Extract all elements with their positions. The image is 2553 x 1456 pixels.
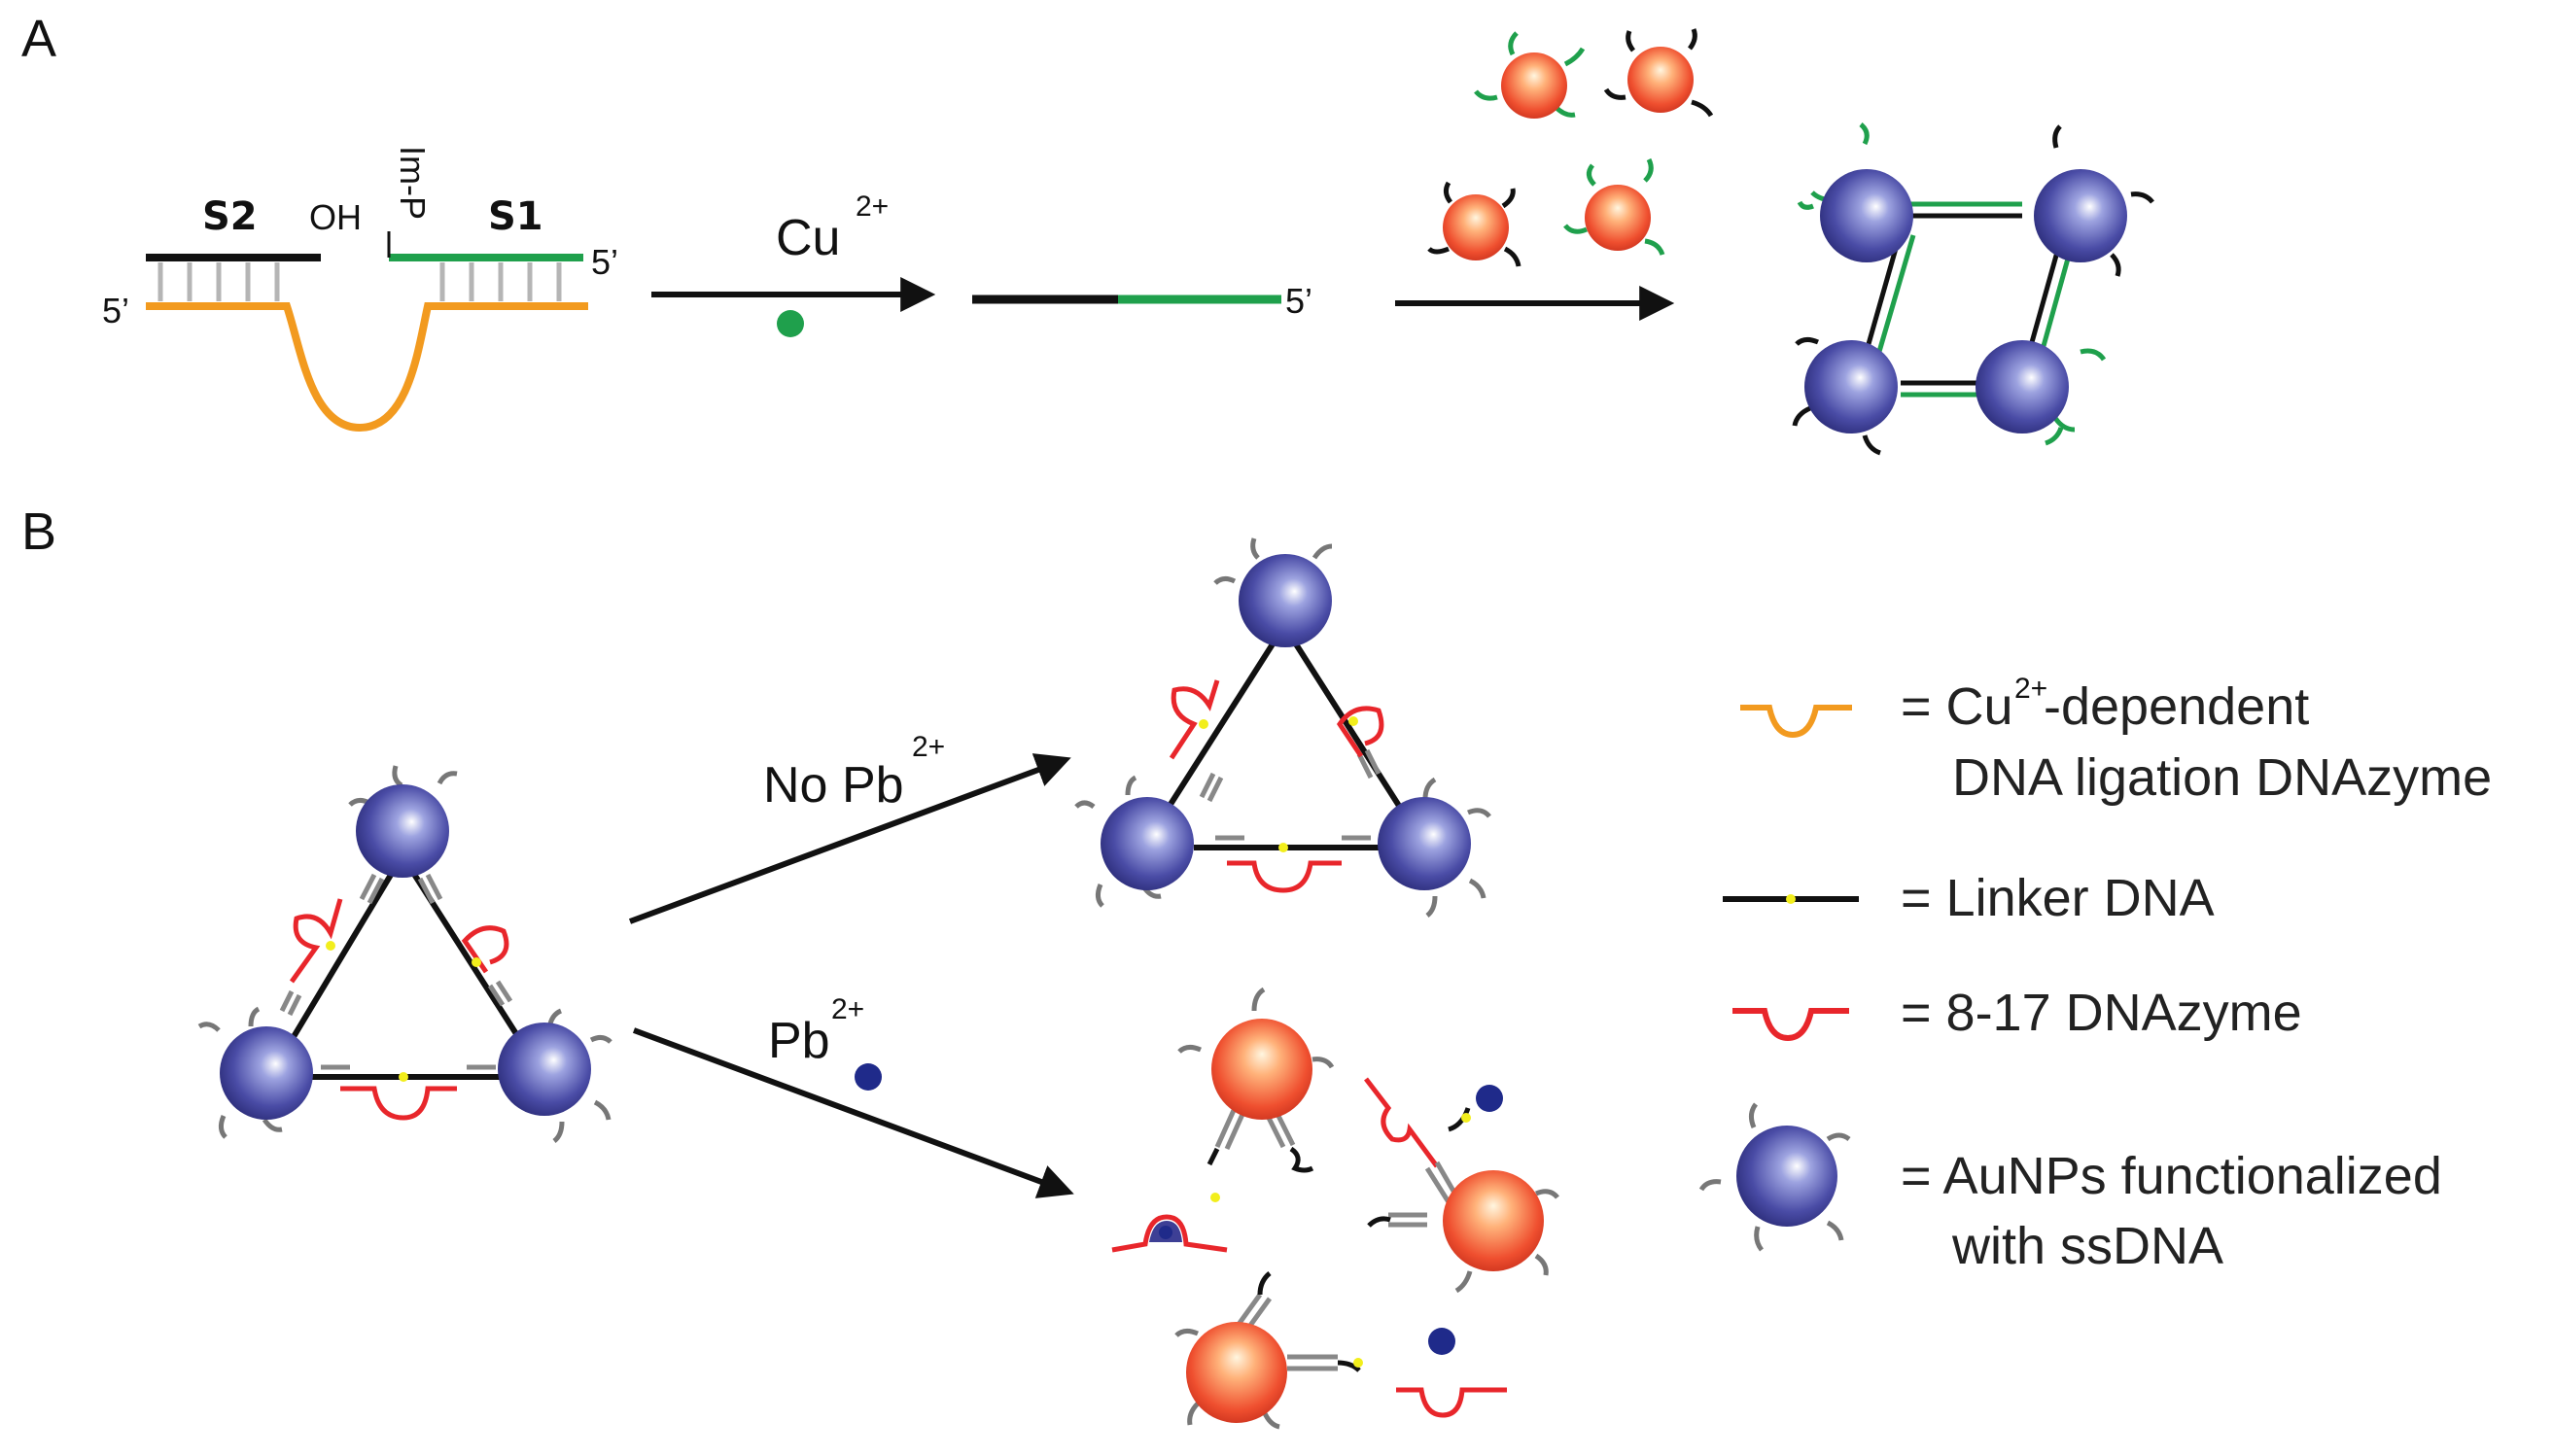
base-pair-ticks <box>157 262 562 301</box>
linker-dot <box>1199 719 1208 729</box>
legend-ligase-swatch <box>1740 705 1852 739</box>
no-pb-prefix: No <box>763 757 827 814</box>
triangle-aunp-right <box>498 1023 591 1116</box>
legend-dnazyme-swatch <box>1732 1008 1849 1042</box>
no-pb-arrow <box>628 753 1071 924</box>
legend-linker-dot <box>1786 894 1796 904</box>
free-red-nanoparticles <box>1427 28 1714 267</box>
ligation-complex: S2 S1 OH Im-P 5’ 5’ <box>102 146 618 433</box>
legend-linker-text: = Linker DNA <box>1901 869 2215 927</box>
network-aunp-4 <box>1976 340 2069 433</box>
cleaved-dnazyme-small <box>1396 1387 1507 1418</box>
red-np-1 <box>1474 31 1586 119</box>
dispersed-red-np-c <box>1174 1271 1363 1430</box>
pb-arrow <box>632 1027 1074 1198</box>
network-aunp-1 <box>1820 169 1913 262</box>
legend-dnazyme-text: = 8-17 DNAzyme <box>1901 984 2302 1042</box>
linker-dot <box>1278 843 1288 852</box>
legend-ligase-sup: 2+ <box>2014 673 2047 705</box>
dispersed-red-np-b <box>1367 1161 1559 1294</box>
triangle-aunp-top <box>356 784 449 878</box>
cleaved-dnazyme-fragment <box>1364 1077 1440 1168</box>
network-aunp-3 <box>1804 340 1898 433</box>
pb-ion-free <box>1428 1328 1455 1355</box>
network-aunp-2 <box>2034 169 2127 262</box>
legend-ligase-line1a: = Cu <box>1901 677 2013 736</box>
pb-ion: Pb <box>768 1013 830 1069</box>
legend: = Cu 2+ -dependent DNA ligation DNAzyme … <box>1698 673 2492 1275</box>
imp-label: Im-P <box>393 146 433 220</box>
red-np-2 <box>1603 28 1714 118</box>
cu-ion-dot <box>777 310 804 337</box>
red-np-3 <box>1427 181 1521 267</box>
pb-bound-dnazyme <box>1111 1193 1228 1253</box>
ligase-five-prime-label: 5’ <box>102 291 129 330</box>
intact-triangle <box>1074 537 1491 918</box>
triangle-aunp-left <box>220 1026 313 1120</box>
legend-ligase-line2: DNA ligation DNAzyme <box>1952 748 2492 807</box>
oh-label: OH <box>309 197 362 237</box>
dispersed-particles <box>1111 987 1559 1430</box>
s1-label: S1 <box>488 194 543 239</box>
intact-aunp-left <box>1101 797 1194 890</box>
cu-charge: 2+ <box>856 191 889 223</box>
panel-b-label: B <box>21 503 56 561</box>
legend-aunp-line1: = AuNPs functionalized <box>1901 1147 2442 1205</box>
red-np-4 <box>1563 157 1665 256</box>
s1-five-prime-label: 5’ <box>591 242 618 282</box>
legend-aunp-line2: with ssDNA <box>1951 1217 2223 1275</box>
ligated-product: 5’ <box>972 281 1312 321</box>
no-pb-ion: Pb <box>842 757 904 814</box>
intact-aunp-right <box>1378 797 1471 890</box>
linker-dot <box>1210 1193 1220 1202</box>
linker-dot <box>1353 1358 1363 1368</box>
linker-dot <box>1348 716 1358 726</box>
linker-dot <box>326 941 335 951</box>
cu-label: Cu <box>776 210 840 266</box>
pb-charge: 2+ <box>831 993 864 1025</box>
pb-ion-free <box>1476 1085 1503 1112</box>
no-pb-charge: 2+ <box>912 731 945 763</box>
s2-label: S2 <box>202 194 258 239</box>
initial-triangle <box>197 765 612 1143</box>
panel-a-label: A <box>21 10 56 68</box>
legend-ligase-line1b: -dependent <box>2044 677 2309 736</box>
aunp-network <box>1792 122 2154 456</box>
product-five-prime-label: 5’ <box>1285 281 1312 321</box>
pb-ion-dot <box>855 1063 882 1091</box>
dispersed-red-np-a <box>1177 987 1335 1173</box>
cu-arrow-group: Cu 2+ <box>651 191 936 337</box>
linker-dot <box>399 1072 408 1082</box>
intact-aunp-top <box>1239 554 1332 647</box>
cu-ligase-dnazyme <box>146 302 588 433</box>
linker-dot <box>1461 1113 1471 1123</box>
linker-dot <box>472 957 481 967</box>
legend-aunp-swatch <box>1698 1102 1851 1252</box>
